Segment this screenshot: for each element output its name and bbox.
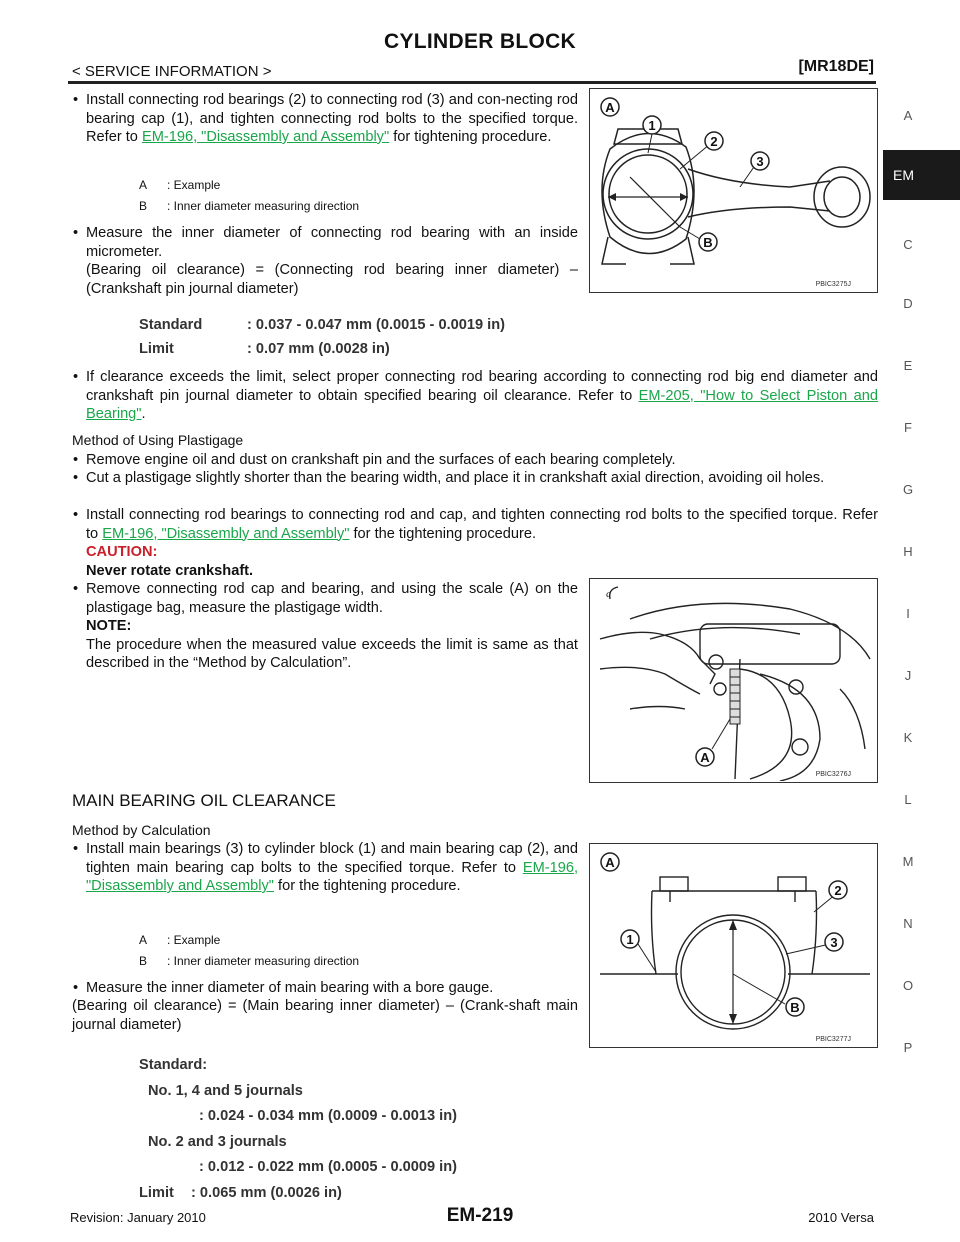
note-text: The procedure when the measured value ex… <box>86 636 578 672</box>
section-tab[interactable]: L <box>904 792 912 807</box>
plastigage-step-2: Cut a plastigage slightly shorter than t… <box>72 469 878 488</box>
link-em-196-a[interactable]: EM-196, "Disassembly and Assembly" <box>141 129 390 145</box>
section-label: < SERVICE INFORMATION > <box>72 63 272 80</box>
section-tab[interactable]: H <box>903 544 913 559</box>
figure-code-2: PBIC3276J <box>815 771 851 778</box>
caution-label: CAUTION: <box>86 544 158 560</box>
engine-model-label: [MR18DE] <box>798 58 874 75</box>
fig1-label-2: 2 <box>710 134 717 149</box>
section-tab[interactable]: N <box>903 916 913 931</box>
plastigage-step-1: Remove engine oil and dust on crankshaft… <box>72 451 878 470</box>
link-em-196-b[interactable]: EM-196, "Disassembly and Assembly" <box>102 525 350 542</box>
install-conrod-bearings-step: Install connecting rod bearings (2) to c… <box>72 91 578 147</box>
conrod-drawing: A 1 2 3 B <box>600 97 871 265</box>
fig1-label-b: B <box>703 235 712 250</box>
install-main-bearings-step: Install main bearings (3) to cylinder bl… <box>72 840 578 896</box>
conrod-clearance-formula: (Bearing oil clearance) = (Connecting ro… <box>86 262 578 297</box>
method-plastigage-heading: Method of Using Plastigage <box>72 432 244 448</box>
main-clearance-spec: Standard: No. 1, 4 and 5 journals : 0.02… <box>139 1057 457 1201</box>
fig3-label-3: 3 <box>830 935 837 950</box>
section-tab[interactable]: D <box>903 296 913 311</box>
figure-plastigage: A c PBIC3276J <box>589 578 878 783</box>
plastigage-step-4: Remove connecting rod cap and bearing, a… <box>72 580 578 673</box>
section-tab[interactable]: M <box>902 854 914 869</box>
clearance-exceeds-limit-step: If clearance exceeds the limit, select p… <box>72 368 878 424</box>
figure-legend-2: A: Example B: Inner diameter measuring d… <box>139 933 360 968</box>
section-tab[interactable]: I <box>906 606 910 621</box>
section-tab[interactable]: C <box>903 237 913 252</box>
header-rule <box>68 81 876 84</box>
section-tab[interactable]: G <box>902 482 914 497</box>
link-em-196-c[interactable]: EM-196, "Disassembly and Assembly" <box>86 859 578 895</box>
fig3-label-1: 1 <box>626 932 633 947</box>
fig3-label-b: B <box>790 1000 799 1015</box>
fig3-label-2: 2 <box>834 883 841 898</box>
fig2-label-a: A <box>700 750 710 765</box>
fig1-label-3: 3 <box>756 154 763 169</box>
footer-model: 2010 Versa <box>808 1210 874 1225</box>
section-tab[interactable]: F <box>904 420 912 435</box>
caution-text: Never rotate crankshaft. <box>86 562 254 579</box>
footer-revision: Revision: January 2010 <box>70 1210 206 1225</box>
fig1-label-1: 1 <box>648 118 655 133</box>
section-tab[interactable]: J <box>904 668 912 683</box>
figure-main-bearing: A 1 2 3 B PBIC3277J <box>589 843 878 1048</box>
section-tab[interactable]: O <box>902 978 914 993</box>
section-tab[interactable]: K <box>903 730 913 745</box>
main-bearing-drawing: A 1 2 3 B <box>600 852 870 1030</box>
figure-legend-1: A: Example B: Inner diameter measuring d… <box>139 178 360 213</box>
note-label: NOTE: <box>86 618 132 634</box>
footer-page-number: EM-219 <box>446 1205 514 1226</box>
measure-conrod-bearing-step: Measure the inner diameter of connecting… <box>72 224 578 261</box>
section-tab[interactable]: A <box>903 108 913 123</box>
conrod-clearance-spec: Standard: 0.037 - 0.047 mm (0.0015 - 0.0… <box>139 317 505 357</box>
page-title: CYLINDER BLOCK <box>383 30 577 53</box>
section-tab-active[interactable]: EM <box>883 150 960 200</box>
fig1-label-a: A <box>605 100 615 115</box>
link-em-205[interactable]: EM-205, "How to Select Piston and Bearin… <box>86 387 878 423</box>
figure-conrod-bearing: A 1 2 3 B PBIC3275J <box>589 88 878 293</box>
plastigage-step-3: Install connecting rod bearings to conne… <box>72 506 878 580</box>
fig3-label-a: A <box>605 855 615 870</box>
section-tab[interactable]: P <box>903 1040 913 1055</box>
figure-code-3: PBIC3277J <box>815 1036 851 1043</box>
method-calculation-heading: Method by Calculation <box>72 822 211 838</box>
fig2-label-c: c <box>606 588 611 600</box>
measure-main-bearing-step: Measure the inner diameter of main beari… <box>72 979 578 998</box>
figure-code-1: PBIC3275J <box>815 281 851 288</box>
section-tab[interactable]: E <box>903 358 913 373</box>
section-heading-main-bearing: MAIN BEARING OIL CLEARANCE <box>72 791 336 810</box>
main-clearance-formula: (Bearing oil clearance) = (Main bearing … <box>72 998 578 1033</box>
plastigage-drawing: A c <box>599 586 871 781</box>
